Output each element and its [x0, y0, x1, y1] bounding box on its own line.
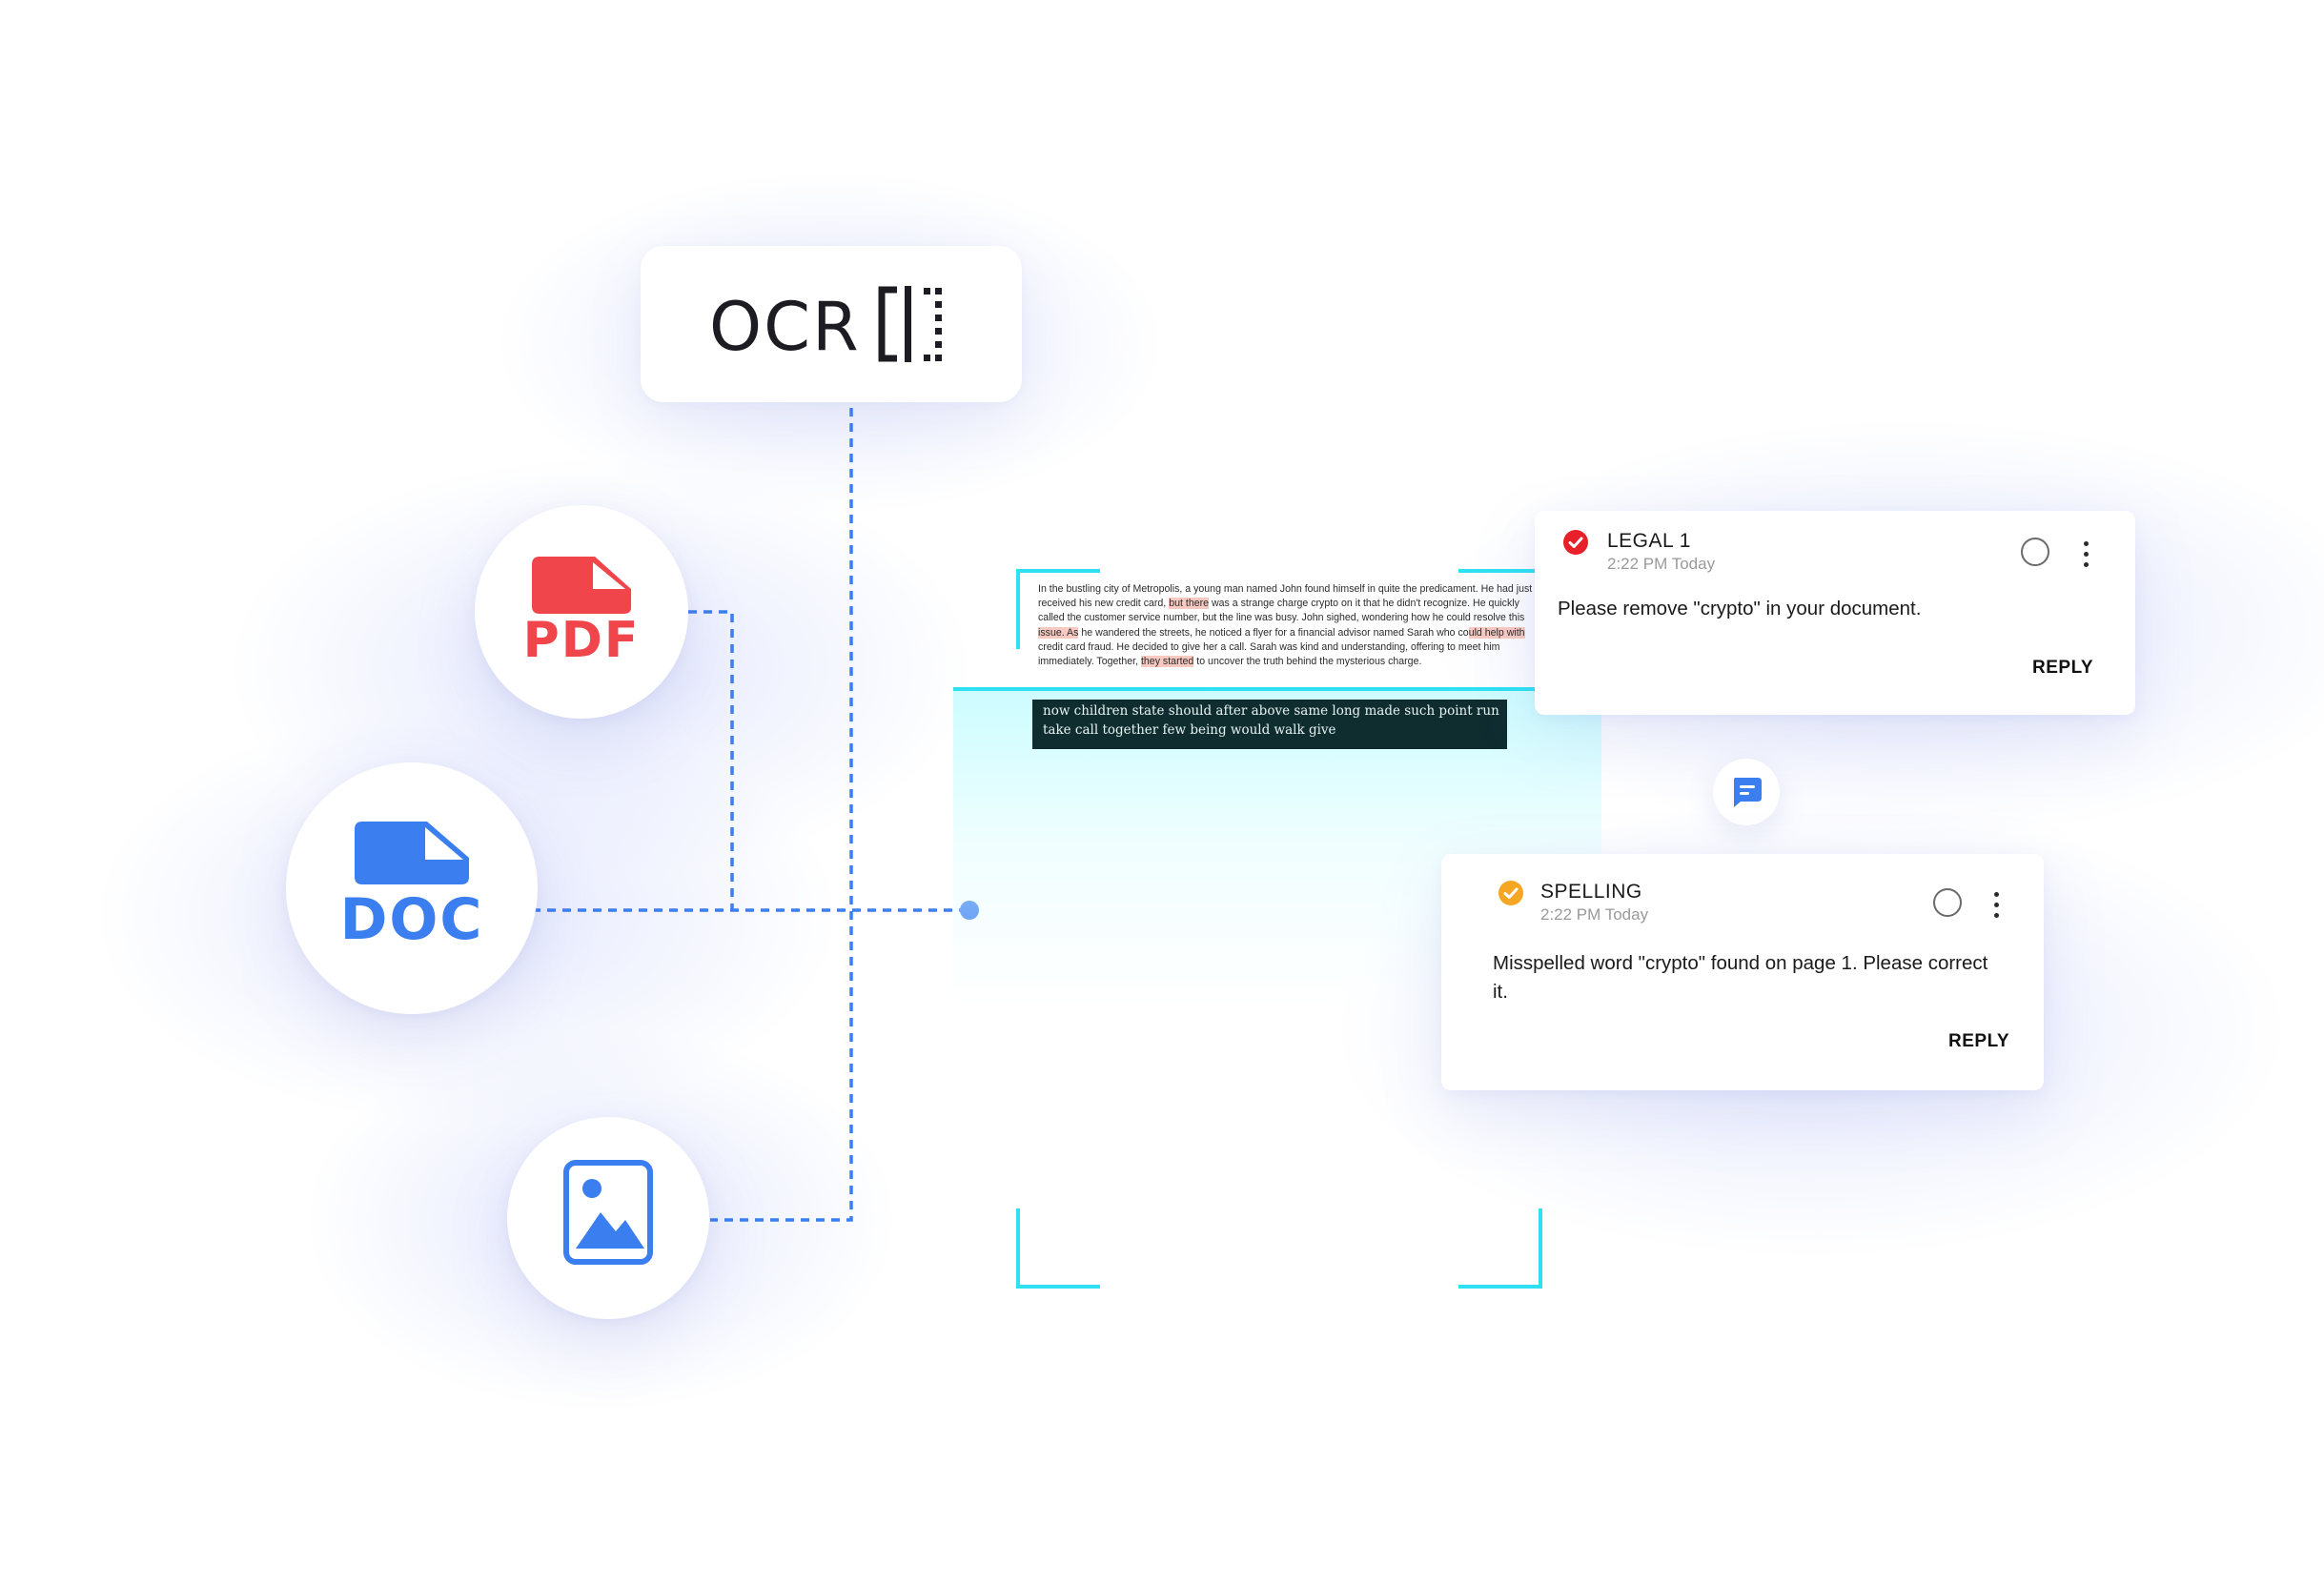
- doc-file-icon: [355, 822, 469, 884]
- highlighted-text: but there: [1169, 598, 1210, 610]
- ocr-result-text: now children state should after above sa…: [1032, 700, 1507, 749]
- more-options-icon[interactable]: [1992, 892, 2000, 921]
- document-text: In the bustling city of Metropolis, a yo…: [1038, 582, 1534, 669]
- highlighted-text: uld help with: [1468, 626, 1525, 639]
- image-file-icon: [563, 1160, 653, 1265]
- ocr-to-image-connector: [710, 408, 853, 1222]
- ocr-card: OCR: [641, 246, 1022, 402]
- resolve-radio-button[interactable]: [2021, 538, 2049, 566]
- doc-file-button[interactable]: DOC: [286, 762, 538, 1014]
- reply-button[interactable]: REPLY: [2032, 658, 2094, 678]
- image-file-button[interactable]: [507, 1117, 709, 1319]
- highlighted-text: issue. As: [1038, 626, 1079, 639]
- comment-card-legal: LEGAL 1 2:22 PM Today Please remove "cry…: [1535, 511, 2135, 715]
- document-text-run: credit card fraud. He decided to give he…: [1038, 640, 1500, 668]
- comment-timestamp: 2:22 PM Today: [1607, 555, 1716, 573]
- reply-button[interactable]: REPLY: [1948, 1031, 2010, 1051]
- pdf-file-icon: [532, 557, 631, 614]
- comment-title: SPELLING: [1540, 881, 1642, 903]
- ocr-label: OCR: [709, 288, 861, 366]
- scan-frame-corner-top-left: [1016, 569, 1100, 649]
- check-circle-icon: [1498, 881, 1523, 905]
- comment-card-spelling: SPELLING 2:22 PM Today Misspelled word "…: [1441, 854, 2044, 1090]
- pdf-label: PDF: [522, 612, 641, 669]
- comment-timestamp: 2:22 PM Today: [1540, 905, 1649, 924]
- document-text-run: In the bustling city of Metropolis, a yo…: [1038, 583, 1533, 610]
- pdf-file-button[interactable]: PDF: [475, 505, 688, 719]
- scan-line: [953, 687, 1535, 691]
- scan-frame-corner-bottom-left: [1016, 1208, 1100, 1289]
- resolve-radio-button[interactable]: [1933, 888, 1962, 917]
- comment-icon: [1734, 778, 1762, 807]
- check-circle-icon: [1563, 530, 1588, 555]
- ocr-scan-icon: [878, 286, 942, 362]
- comment-bubble-button[interactable]: [1713, 759, 1780, 825]
- document-text-run: he wandered the streets, he noticed a fl…: [1078, 626, 1469, 639]
- pdf-connector: [688, 610, 734, 910]
- more-options-icon[interactable]: [2082, 541, 2090, 570]
- highlighted-text: they started: [1140, 656, 1194, 668]
- document-text-run: was a strange charge crypto on it that h…: [1038, 598, 1525, 624]
- comment-body: Misspelled word "crypto" found on page 1…: [1493, 952, 1988, 1003]
- comment-body: Please remove "crypto" in your document.: [1558, 598, 1922, 619]
- comment-title: LEGAL 1: [1607, 530, 1691, 552]
- document-text-run: to uncover the truth behind the mysterio…: [1193, 656, 1422, 668]
- doc-label: DOC: [339, 886, 484, 953]
- scan-frame-corner-bottom-right: [1458, 1208, 1542, 1289]
